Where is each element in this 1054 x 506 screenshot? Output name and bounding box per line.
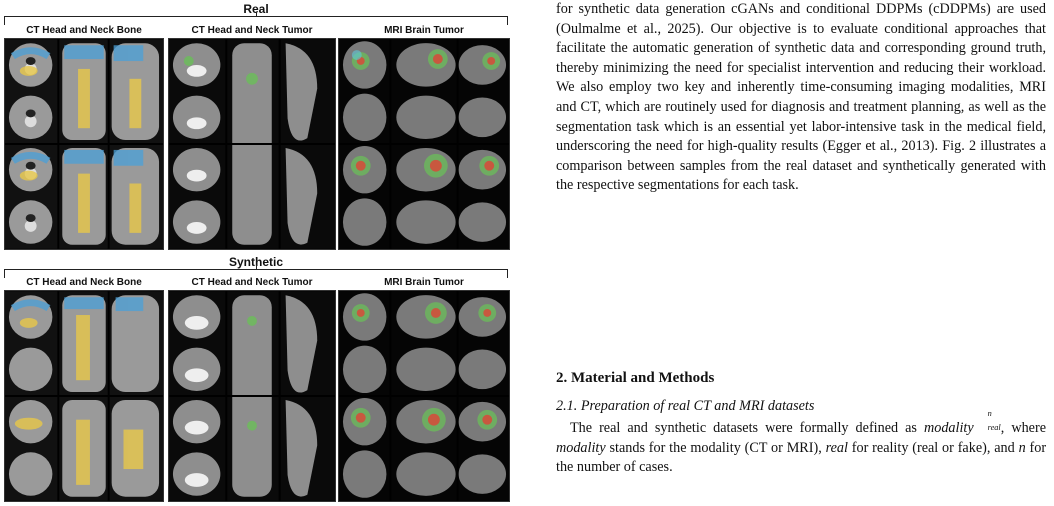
real-bone-panel bbox=[4, 38, 164, 250]
real-ct-tumor-panel bbox=[168, 38, 336, 250]
real-bone-image bbox=[5, 39, 163, 249]
figure-2: Real CT Head and Neck Bone CT Head and N… bbox=[0, 0, 512, 506]
formula-sup: n bbox=[987, 409, 992, 418]
synthetic-bone-image bbox=[5, 291, 163, 501]
subsection-title: 2.1. Preparation of real CT and MRI data… bbox=[556, 398, 815, 414]
synthetic-col-title-ct-tumor: CT Head and Neck Tumor bbox=[191, 277, 313, 288]
paragraph-datasets: The real and synthetic datasets were for… bbox=[556, 409, 1047, 478]
synthetic-label: Synthetic bbox=[228, 255, 283, 269]
real-label: Real bbox=[243, 2, 269, 16]
paragraph-intro: for synthetic data generation cGANs and … bbox=[556, 1, 1046, 194]
synthetic-mri-image bbox=[339, 291, 509, 501]
synthetic-mri-panel bbox=[338, 290, 510, 502]
synthetic-bone-panel bbox=[4, 290, 164, 502]
real-ct-tumor-image bbox=[169, 39, 335, 249]
p2-real: real bbox=[825, 439, 848, 456]
formula-base: modality bbox=[923, 420, 974, 436]
p2-modality-desc: stands for the modality (CT or MRI), bbox=[609, 439, 822, 456]
synthetic-brace bbox=[4, 265, 508, 278]
synthetic-col-title-mri: MRI Brain Tumor bbox=[384, 277, 464, 288]
synthetic-ct-tumor-image bbox=[169, 291, 335, 501]
section-title: 2. Material and Methods bbox=[556, 370, 715, 386]
real-col-title-ct-tumor: CT Head and Neck Tumor bbox=[191, 25, 313, 36]
real-col-title-bone: CT Head and Neck Bone bbox=[26, 25, 142, 36]
formula-sub: real bbox=[987, 423, 1001, 432]
real-mri-panel bbox=[338, 38, 510, 250]
p2-where: , where bbox=[1000, 420, 1046, 436]
p2-intro: The real and synthetic datasets were for… bbox=[570, 420, 917, 436]
text-column: for synthetic data generation cGANs and … bbox=[556, 0, 1046, 475]
synthetic-ct-tumor-panel bbox=[168, 290, 336, 502]
real-col-title-mri: MRI Brain Tumor bbox=[384, 25, 464, 36]
p2-n-desc: for the number of cases. bbox=[556, 439, 1047, 476]
p2-real-desc: for reality (real or fake), and bbox=[851, 439, 1015, 456]
real-mri-image bbox=[339, 39, 509, 249]
synthetic-col-title-bone: CT Head and Neck Bone bbox=[26, 277, 142, 288]
p2-n: n bbox=[1018, 439, 1026, 456]
formula: modality n real bbox=[923, 409, 1001, 436]
p2-modality: modality bbox=[556, 439, 606, 456]
real-brace bbox=[4, 12, 508, 25]
